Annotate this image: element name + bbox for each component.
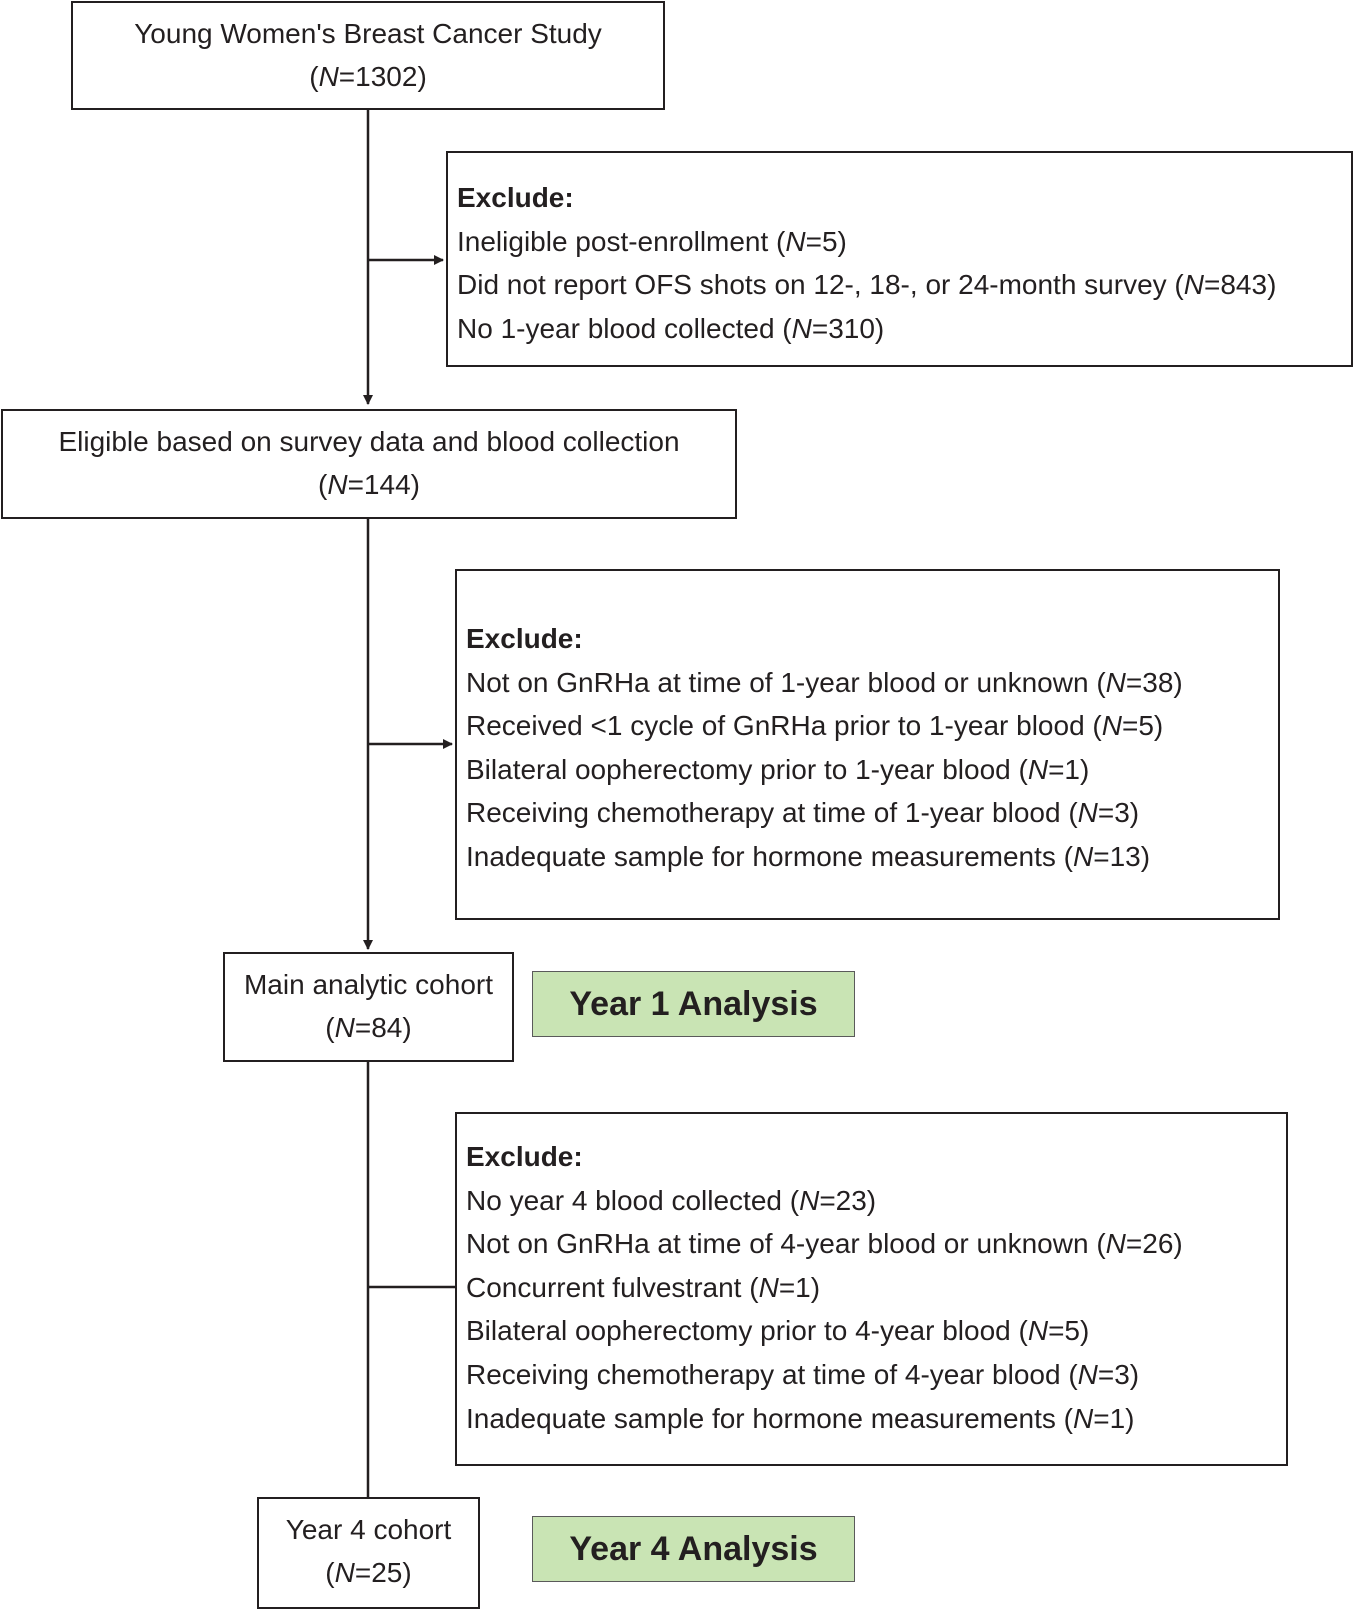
main-cohort-box: Main analytic cohort (N=84) [223,952,514,1062]
main-cohort-title: Main analytic cohort [243,969,493,1000]
exclusion-item: Ineligible post-enrollment (N=5) [457,225,847,257]
exclusion-item: No year 4 blood collected (N=23) [466,1184,877,1216]
eligible-box: Eligible based on survey data and blood … [1,409,737,519]
study-box: Young Women's Breast Cancer Study (N=130… [71,1,665,110]
eligible-title: Eligible based on survey data and blood … [58,426,680,457]
exclusion-box-2: Exclude: Not on GnRHa at time of 1-year … [455,569,1280,920]
exclusion-item: No 1-year blood collected (N=310) [457,312,885,344]
year4-cohort-count: (N=25) [325,1557,412,1588]
exclusion-item: Not on GnRHa at time of 1-year blood or … [466,666,1183,698]
exclusion-item: Bilateral oopherectomy prior to 1-year b… [466,753,1090,785]
study-count: (N=1302) [309,61,427,92]
main-cohort-count: (N=84) [325,1012,412,1043]
exclusion-box-1: Exclude: Ineligible post-enrollment (N=5… [446,151,1353,367]
year1-analysis-label: Year 1 Analysis [532,971,855,1037]
exclusion-item: Received <1 cycle of GnRHa prior to 1-ye… [466,710,1164,742]
exclusion-item: Inadequate sample for hormone measuremen… [466,840,1151,872]
exclusion-item: Inadequate sample for hormone measuremen… [466,1402,1135,1434]
year4-cohort-title: Year 4 cohort [285,1514,452,1545]
eligible-count: (N=144) [318,469,420,500]
exclusion-item: Concurrent fulvestrant (N=1) [466,1271,821,1303]
study-title: Young Women's Breast Cancer Study [134,18,602,49]
exclusion-box-3: Exclude: No year 4 blood collected (N=23… [455,1112,1288,1466]
exclusion-item: Did not report OFS shots on 12-, 18-, or… [457,269,1277,301]
year4-cohort-box: Year 4 cohort (N=25) [257,1497,480,1609]
exclusion-heading: Exclude: [466,1141,583,1172]
year4-analysis-label: Year 4 Analysis [532,1516,855,1582]
exclusion-item: Receiving chemotherapy at time of 4-year… [466,1358,1140,1390]
exclusion-heading: Exclude: [457,182,574,213]
exclusion-item: Receiving chemotherapy at time of 1-year… [466,797,1140,829]
exclusion-item: Bilateral oopherectomy prior to 4-year b… [466,1315,1090,1347]
exclusion-item: Not on GnRHa at time of 4-year blood or … [466,1228,1183,1260]
exclusion-heading: Exclude: [466,623,583,654]
